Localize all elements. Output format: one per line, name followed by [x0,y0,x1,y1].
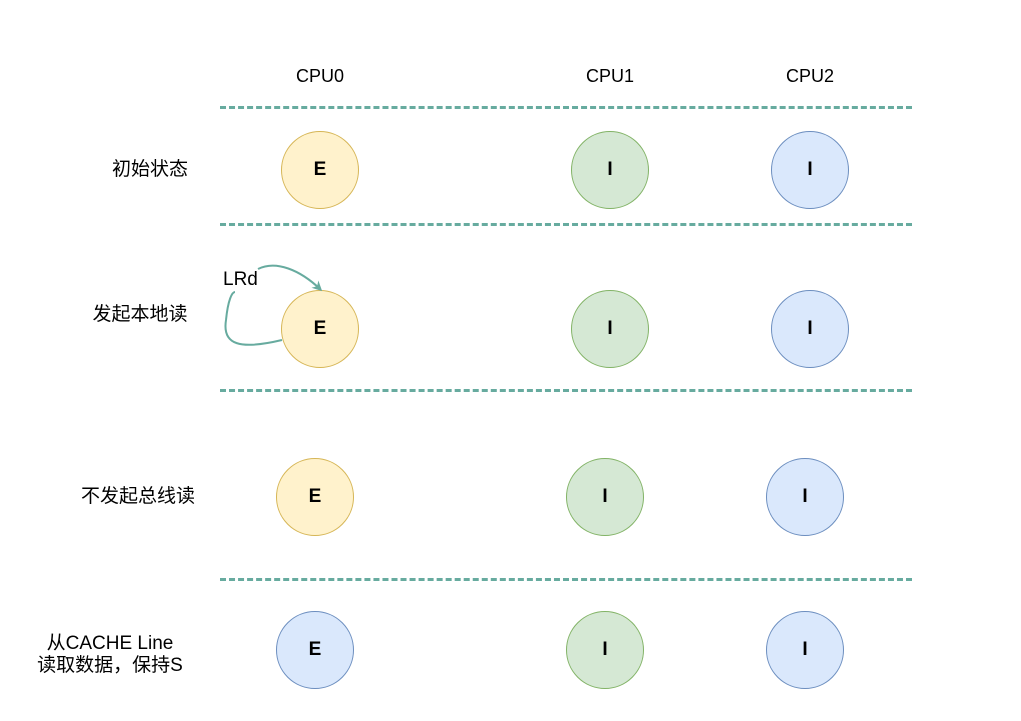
state-node-cpu2: I [771,290,849,368]
state-node-cpu2: I [766,611,844,689]
loop-arrow-lower [224,291,283,346]
state-node-cpu1: I [571,290,649,368]
column-header-cpu2: CPU2 [785,66,834,86]
state-node-cpu1: I [571,131,649,209]
lrd-annotation: LRd [223,269,258,290]
separator-line [220,106,912,109]
row-label-initial-state: 初始状态 [111,159,188,180]
column-header-cpu1: CPU1 [585,66,634,86]
state-node-cpu2: I [771,131,849,209]
row-label-line1: 从CACHE Line [46,633,174,654]
row-label-no-bus-read: 不发起总线读 [80,486,195,507]
state-node-cpu1: I [566,458,644,536]
state-node-cpu2: I [766,458,844,536]
separator-line [220,389,912,392]
state-node-cpu1: I [566,611,644,689]
state-node-cpu0: E [276,458,354,536]
state-node-cpu0: E [281,131,359,209]
loop-arrow-upper [257,264,323,292]
state-node-cpu0: E [281,290,359,368]
row-label-read-from-cache-line: 从CACHE Line 读取数据，保持S [20,633,200,677]
column-header-cpu0: CPU0 [295,66,344,86]
separator-line [220,223,912,226]
row-label-line2: 读取数据，保持S [37,655,183,676]
state-node-cpu0: E [276,611,354,689]
row-label-local-read: 发起本地读 [92,304,188,325]
separator-line [220,578,912,581]
